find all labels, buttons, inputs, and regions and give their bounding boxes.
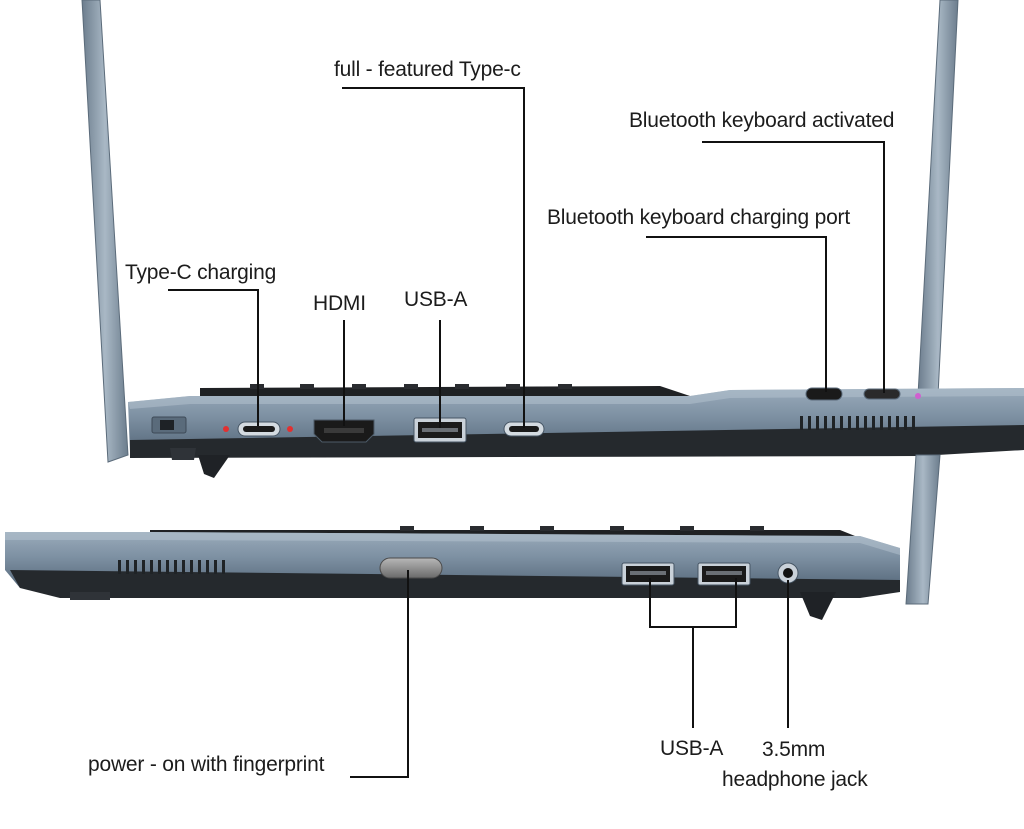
- callout-bt-keyboard-activated: [702, 141, 885, 393]
- fingerprint-power-button: [379, 557, 443, 579]
- top-vent-grille: [800, 416, 915, 430]
- top-keyboard-strip: [200, 386, 690, 396]
- bt-keyboard-activate-slot: [863, 388, 901, 400]
- callout-bt-keyboard-charging: [646, 236, 827, 392]
- label-headphone-line1: 3.5mm: [762, 738, 826, 761]
- label-full-featured-type-c: full - featured Type-c: [334, 58, 521, 81]
- callout-full-featured-type-c: [342, 87, 525, 428]
- bt-keyboard-charging-port: [805, 387, 843, 401]
- bt-indicator: [915, 393, 921, 399]
- bottom-laptop: [5, 454, 941, 620]
- top-chassis-bottom: [130, 425, 1024, 458]
- label-bt-keyboard-activated: Bluetooth keyboard activated: [629, 109, 895, 132]
- label-power-fingerprint: power - on with fingerprint: [88, 753, 325, 776]
- top-screen-right: [917, 0, 959, 396]
- bottom-chassis-underside: [10, 570, 900, 598]
- label-hdmi: HDMI: [313, 292, 366, 315]
- top-screen-left: [81, 0, 129, 463]
- label-usb-a-bottom: USB-A: [660, 737, 724, 760]
- label-bt-keyboard-charging-port: Bluetooth keyboard charging port: [547, 206, 850, 229]
- charge-indicator-left: [223, 426, 229, 432]
- bottom-vent-grille: [118, 560, 225, 574]
- callout-type-c-charging: [168, 289, 259, 426]
- callout-lines: [168, 87, 885, 778]
- callout-power-fingerprint: [350, 570, 409, 778]
- label-headphone-line2: headphone jack: [722, 768, 868, 791]
- label-type-c-charging: Type-C charging: [125, 261, 277, 284]
- bottom-screen-right: [905, 454, 941, 605]
- top-laptop: [81, 0, 1024, 478]
- charge-indicator-right: [287, 426, 293, 432]
- label-usb-a-top: USB-A: [404, 288, 468, 311]
